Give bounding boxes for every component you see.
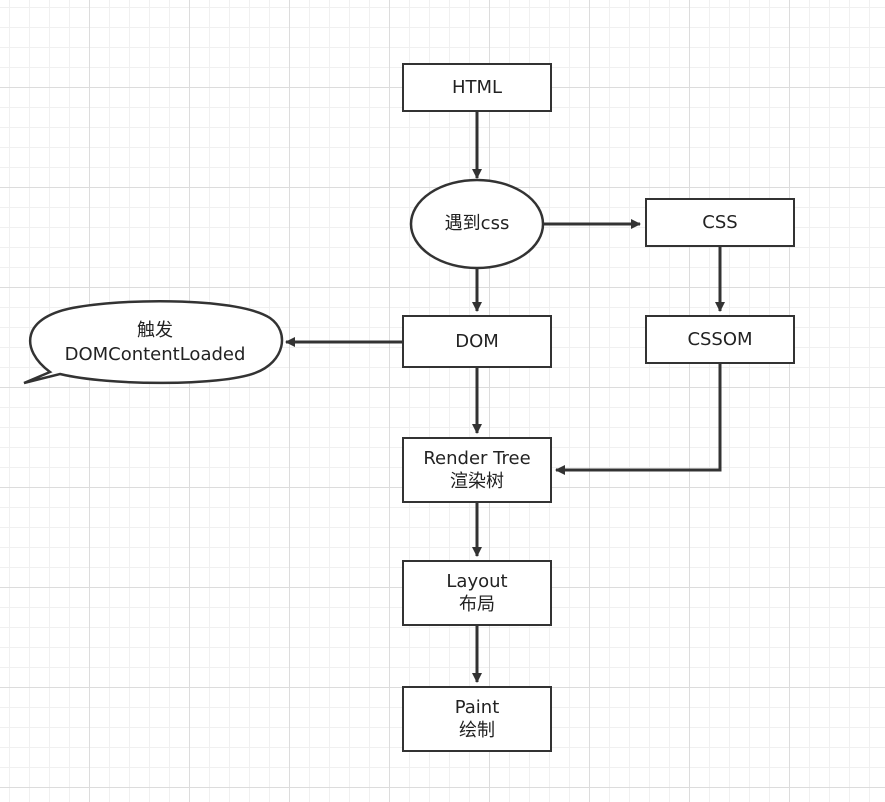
node-css-label: CSS xyxy=(702,212,738,233)
node-trigger-title: 触发 xyxy=(137,320,173,341)
node-paint-title: Paint xyxy=(454,697,500,718)
node-cssom-label: CSSOM xyxy=(687,329,753,350)
node-layout: Layout 布局 xyxy=(402,560,552,626)
node-render-tree-subtitle: 渲染树 xyxy=(450,471,504,492)
node-render-tree-title: Render Tree xyxy=(423,448,531,469)
node-trigger: 触发 DOMContentLoaded xyxy=(40,310,270,376)
node-layout-title: Layout xyxy=(446,571,508,592)
edge-cssom-to-render-tree xyxy=(555,364,722,475)
node-dom: DOM xyxy=(402,315,552,368)
node-meet-css-label: 遇到css xyxy=(444,213,510,234)
node-layout-subtitle: 布局 xyxy=(459,594,495,615)
node-cssom: CSSOM xyxy=(645,315,795,364)
node-html: HTML xyxy=(402,63,552,112)
trigger-bubble-shape xyxy=(23,299,284,385)
node-render-tree: Render Tree 渲染树 xyxy=(402,437,552,503)
node-paint-subtitle: 绘制 xyxy=(459,720,495,741)
node-html-label: HTML xyxy=(451,77,503,98)
node-paint: Paint 绘制 xyxy=(402,686,552,752)
node-trigger-subtitle: DOMContentLoaded xyxy=(64,344,246,365)
node-meet-css: 遇到css xyxy=(411,180,543,268)
node-css: CSS xyxy=(645,198,795,247)
node-dom-label: DOM xyxy=(455,331,499,352)
